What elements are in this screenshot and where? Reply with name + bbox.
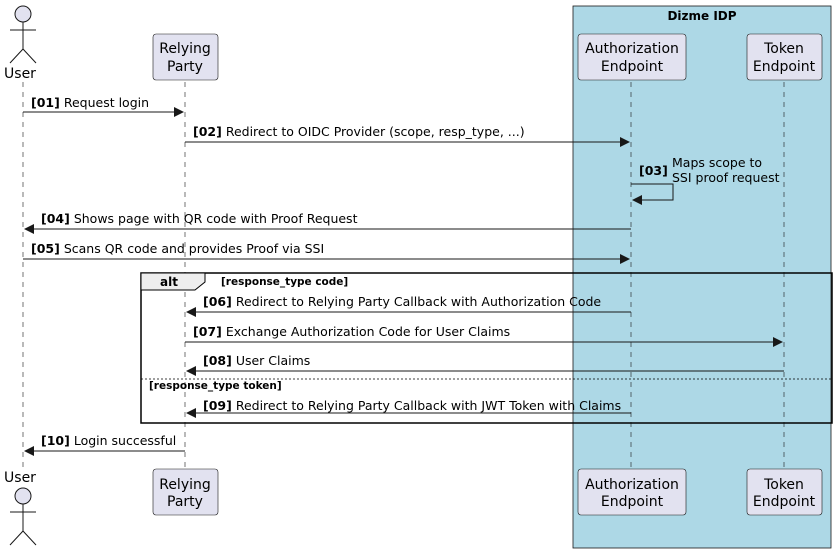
message-8: [08]User Claims: [186, 353, 784, 376]
message-label-9: [09]Redirect to Relying Party Callback w…: [203, 398, 621, 413]
participant-token-endpoint-bottom: Token Endpoint: [746, 468, 823, 516]
message-6: [06]Redirect to Relying Party Callback w…: [186, 294, 631, 317]
participant-relying-party-top: Relying Party: [152, 33, 219, 81]
message-4: [04]Shows page with QR code with Proof R…: [24, 211, 631, 234]
authorization-endpoint-label-line2: Endpoint: [601, 494, 664, 510]
token-endpoint-label-line1: Token: [763, 477, 804, 493]
idp-box-title: Dizme IDP: [667, 9, 736, 23]
participant-authorization-endpoint-top: Authorization Endpoint: [577, 33, 687, 81]
authorization-endpoint-label-line2: Endpoint: [601, 59, 664, 75]
message-label-10: [10]Login successful: [41, 433, 176, 448]
actor-user-top: [9, 5, 37, 64]
message-label-3: [03]: [639, 163, 668, 178]
alt-guard-code: [response_type code]: [221, 276, 348, 288]
relying-party-label-line2: Party: [167, 59, 203, 75]
authorization-endpoint-label-line1: Authorization: [585, 477, 679, 493]
participant-relying-party-bottom: Relying Party: [152, 468, 219, 516]
token-endpoint-label-line1: Token: [763, 41, 804, 57]
message-label-8: [08]User Claims: [203, 353, 310, 368]
alt-fragment: alt [response_type code] [response_type …: [140, 272, 833, 424]
authorization-endpoint-label-line1: Authorization: [585, 41, 679, 57]
relying-party-label-line1: Relying: [159, 41, 211, 57]
participant-token-endpoint-top: Token Endpoint: [746, 33, 823, 81]
idp-box: Dizme IDP: [572, 5, 832, 549]
token-endpoint-label-line2: Endpoint: [753, 494, 816, 510]
message-label-2: [02]Redirect to OIDC Provider (scope, re…: [193, 124, 525, 139]
messages: [01]Request login [02]Redirect to OIDC Pr…: [23, 95, 784, 456]
user-head-icon: [14, 487, 32, 505]
alt-guard-token: [response_type token]: [149, 380, 282, 392]
actor-user-label-top: User: [4, 66, 36, 82]
message-10: [10]Login successful: [24, 433, 185, 456]
message-label-1: [01]Request login: [31, 95, 149, 110]
relying-party-label-line1: Relying: [159, 477, 211, 493]
message-label-7: [07]Exchange Authorization Code for User…: [193, 324, 510, 339]
relying-party-label-line2: Party: [167, 494, 203, 510]
message-7: [07]Exchange Authorization Code for User…: [185, 324, 783, 347]
token-endpoint-label-line2: Endpoint: [753, 59, 816, 75]
message-label-3-line2: SSI proof request: [672, 170, 780, 185]
message-label-4: [04]Shows page with QR code with Proof R…: [41, 211, 358, 226]
alt-keyword: alt: [160, 275, 178, 289]
message-2: [02]Redirect to OIDC Provider (scope, re…: [185, 124, 630, 147]
message-label-3-line1: Maps scope to: [672, 155, 762, 170]
message-arrow-3: [631, 183, 674, 201]
message-5: [05]Scans QR code and provides Proof via…: [23, 241, 630, 264]
message-label-6: [06]Redirect to Relying Party Callback w…: [203, 294, 601, 309]
message-1: [01]Request login: [23, 95, 184, 117]
user-head-icon: [14, 5, 32, 23]
message-label-5: [05]Scans QR code and provides Proof via…: [31, 241, 324, 256]
lifelines: [22, 82, 785, 468]
message-9: [09]Redirect to Relying Party Callback w…: [186, 398, 631, 418]
actor-user-label-bottom: User: [4, 470, 36, 486]
actor-user-bottom: [9, 487, 37, 546]
participant-authorization-endpoint-bottom: Authorization Endpoint: [577, 468, 687, 516]
